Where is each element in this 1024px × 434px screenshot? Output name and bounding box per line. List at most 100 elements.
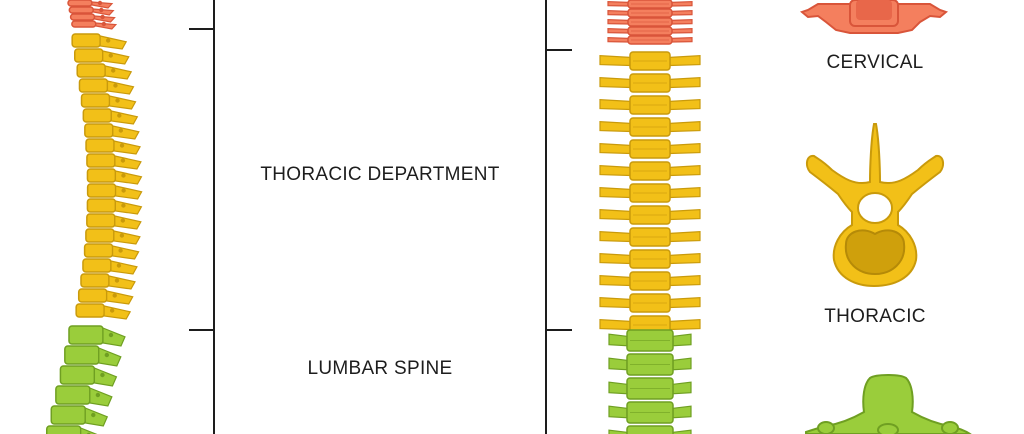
side-vertebra-body: [59, 365, 96, 385]
side-foramen-dot: [115, 98, 120, 103]
side-spinous-process: [113, 140, 141, 155]
front-transverse-process: [669, 230, 701, 243]
side-vertebra-body: [83, 243, 114, 258]
side-vertebra-body: [71, 33, 101, 48]
front-transverse-process: [599, 208, 631, 221]
front-transverse-process: [669, 252, 701, 265]
side-vertebra-body: [82, 258, 112, 273]
side-spinous-process: [102, 50, 130, 65]
side-vertebra-body: [78, 78, 109, 93]
front-transverse-process: [607, 0, 629, 7]
side-vertebra-body: [76, 63, 106, 78]
side-vertebra-body: [64, 345, 100, 365]
side-spinous-process: [114, 170, 143, 185]
front-transverse-process: [599, 252, 631, 265]
side-foramen-dot: [108, 332, 114, 338]
side-foramen-dot: [113, 83, 118, 88]
side-foramen-dot: [121, 188, 126, 193]
front-transverse-process: [607, 18, 629, 25]
side-vertebra-body: [86, 153, 116, 168]
cervical-vertebra-icon: [799, 0, 949, 34]
lumbar-vertebra-icon: [805, 374, 972, 434]
side-foramen-dot: [95, 392, 101, 398]
side-view-spine-icon: [45, 0, 143, 434]
side-vertebra-body: [55, 385, 91, 405]
side-spinous-process: [93, 367, 118, 387]
side-spinous-process: [91, 1, 114, 9]
front-transverse-process: [599, 164, 631, 177]
side-foramen-dot: [109, 308, 115, 313]
side-spinous-process: [93, 15, 116, 23]
side-spinous-process: [89, 387, 113, 407]
front-transverse-process: [669, 98, 701, 111]
side-foramen-dot: [100, 14, 105, 20]
front-transverse-process: [669, 164, 701, 177]
front-transverse-process: [669, 296, 701, 309]
side-vertebra-body: [67, 0, 93, 7]
front-transverse-process: [599, 230, 631, 243]
side-spinous-process: [110, 110, 139, 125]
side-foramen-dot: [99, 7, 104, 13]
side-vertebra-body: [84, 123, 114, 138]
side-spinous-process: [92, 8, 115, 16]
front-transverse-process: [671, 18, 693, 25]
side-foramen-dot: [116, 263, 122, 268]
side-vertebra-body: [85, 228, 115, 243]
side-spinous-process: [80, 427, 98, 434]
side-spinous-process: [113, 230, 141, 245]
side-foramen-dot: [117, 113, 122, 118]
side-spinous-process: [110, 260, 138, 275]
side-foramen-dot: [97, 0, 103, 6]
side-spinous-process: [111, 245, 140, 260]
side-foramen-dot: [119, 233, 125, 238]
front-transverse-process: [669, 120, 701, 133]
front-transverse-process: [599, 142, 631, 155]
lumbar-spine-label: LUMBAR SPINE: [307, 358, 453, 379]
side-foramen-dot: [91, 412, 96, 418]
side-foramen-dot: [120, 158, 126, 163]
side-spinous-process: [102, 327, 126, 347]
front-transverse-process: [599, 98, 631, 111]
side-foramen-dot: [100, 372, 105, 378]
side-vertebra-body: [86, 183, 117, 198]
side-spinous-process: [95, 22, 118, 30]
side-spinous-process: [114, 155, 142, 170]
front-transverse-process: [599, 76, 631, 89]
front-transverse-process: [599, 296, 631, 309]
front-transverse-process: [669, 186, 701, 199]
side-vertebra-body: [77, 288, 108, 303]
side-vertebra-body: [68, 6, 95, 14]
front-view-spine-icon: [599, 0, 701, 434]
side-foramen-dot: [112, 293, 117, 298]
side-foramen-dot: [119, 143, 125, 148]
front-transverse-process: [599, 274, 631, 287]
side-vertebra-body: [85, 138, 115, 153]
front-transverse-process: [607, 27, 629, 34]
front-transverse-process: [669, 142, 701, 155]
side-foramen-dot: [108, 53, 113, 58]
side-spinous-process: [112, 125, 140, 140]
front-transverse-process: [599, 186, 631, 199]
front-transverse-process: [672, 405, 692, 419]
side-spinous-process: [104, 65, 133, 80]
side-vertebra-body: [86, 198, 117, 213]
front-transverse-process: [669, 54, 701, 67]
side-foramen-dot: [118, 248, 123, 253]
side-spinous-process: [103, 305, 132, 320]
front-transverse-process: [608, 333, 628, 347]
front-transverse-process: [672, 357, 692, 371]
front-transverse-process: [672, 429, 692, 434]
front-transverse-process: [669, 274, 701, 287]
front-transverse-process: [671, 0, 693, 7]
front-transverse-process: [608, 405, 628, 419]
side-spinous-process: [106, 80, 135, 95]
front-transverse-process: [599, 120, 631, 133]
side-foramen-dot: [121, 173, 126, 178]
side-spinous-process: [84, 407, 109, 427]
side-vertebra-body: [80, 93, 111, 108]
side-spinous-process: [114, 200, 143, 215]
side-foramen-dot: [120, 218, 126, 223]
front-transverse-process: [608, 357, 628, 371]
side-spinous-process: [114, 215, 142, 230]
thoracic-department-label: THORACIC DEPARTMENT: [260, 164, 500, 185]
